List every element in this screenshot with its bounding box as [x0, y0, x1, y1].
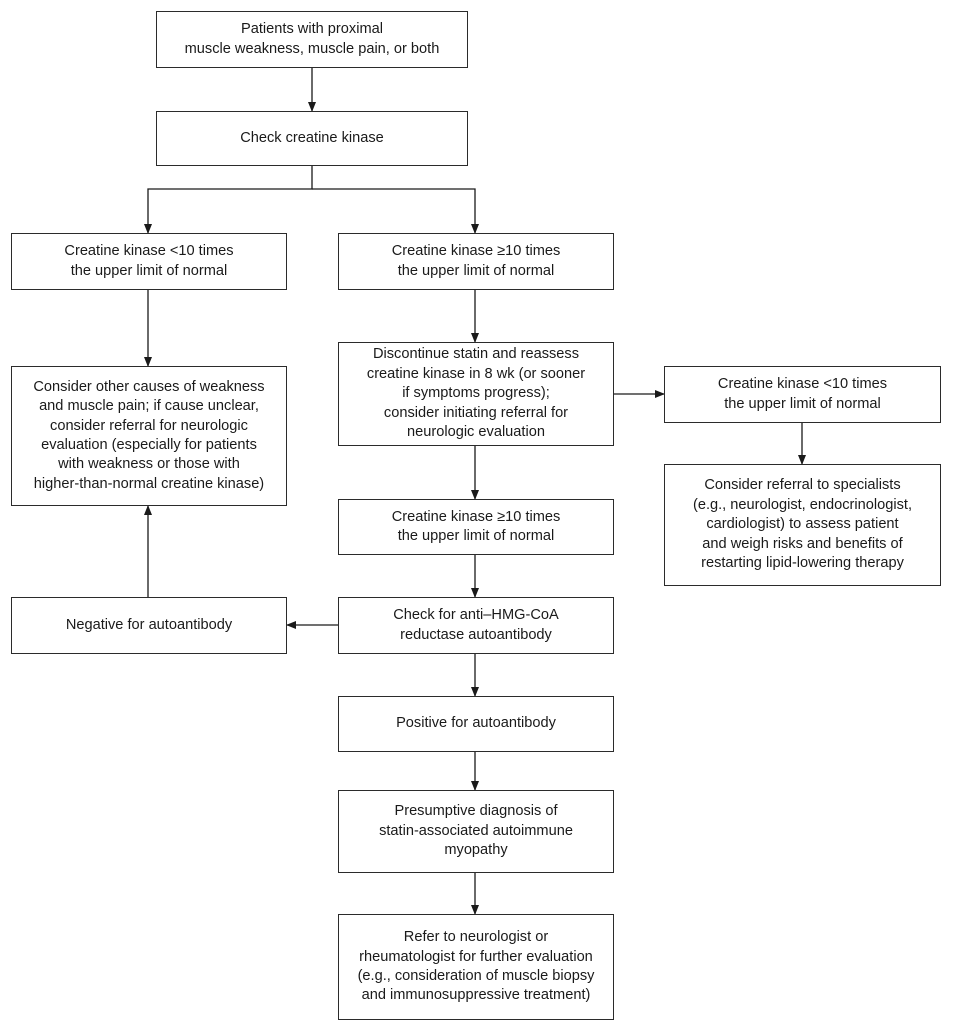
node-reassess-ck-high-text: Creatine kinase ≥10 times the upper limi… — [391, 508, 561, 544]
node-presumptive-diagnosis: Presumptive diagnosis of statin-associat… — [338, 790, 614, 873]
node-reassess-ck-low-text: Creatine kinase <10 times the upper limi… — [717, 376, 888, 412]
node-other-causes-text: Consider other causes of weakness and mu… — [33, 378, 265, 492]
node-negative-autoantibody-text: Negative for autoantibody — [65, 616, 233, 633]
node-check-creatine-kinase: Check creatine kinase — [156, 111, 468, 166]
branch-line-check-ck — [144, 165, 313, 234]
node-ck-low-text: Creatine kinase <10 times the upper limi… — [64, 243, 234, 279]
node-reassess-ck-high: Creatine kinase ≥10 times the upper limi… — [338, 499, 614, 555]
node-discontinue-statin: Discontinue statin and reassess creatine… — [338, 342, 614, 446]
node-start: Patients with proximal muscle weakness, … — [156, 11, 468, 68]
node-ck-high-text: Creatine kinase ≥10 times the upper limi… — [391, 243, 561, 279]
node-check-autoantibody-text: Check for anti–HMG-CoA reductase autoant… — [393, 607, 559, 643]
node-refer-specialist: Refer to neurologist or rheumatologist f… — [338, 914, 614, 1020]
node-ck-low: Creatine kinase <10 times the upper limi… — [11, 233, 287, 290]
node-refer-specialist-text: Refer to neurologist or rheumatologist f… — [357, 929, 595, 1004]
node-discontinue-statin-text: Discontinue statin and reassess creatine… — [366, 346, 586, 441]
node-positive-autoantibody-text: Positive for autoantibody — [396, 715, 556, 732]
node-specialist-referral-text: Consider referral to specialists (e.g., … — [692, 477, 913, 572]
node-negative-autoantibody: Negative for autoantibody — [11, 597, 287, 654]
node-ck-high: Creatine kinase ≥10 times the upper limi… — [338, 233, 614, 290]
node-check-creatine-kinase-text: Check creatine kinase — [240, 129, 384, 146]
node-other-causes: Consider other causes of weakness and mu… — [11, 366, 287, 506]
node-reassess-ck-low: Creatine kinase <10 times the upper limi… — [664, 366, 941, 423]
node-start-text: Patients with proximal muscle weakness, … — [184, 21, 440, 57]
node-specialist-referral: Consider referral to specialists (e.g., … — [664, 464, 941, 586]
node-check-autoantibody: Check for anti–HMG-CoA reductase autoant… — [338, 597, 614, 654]
branch-line-to-ck-high — [312, 188, 479, 234]
node-positive-autoantibody: Positive for autoantibody — [338, 696, 614, 752]
node-presumptive-diagnosis-text: Presumptive diagnosis of statin-associat… — [379, 803, 573, 859]
